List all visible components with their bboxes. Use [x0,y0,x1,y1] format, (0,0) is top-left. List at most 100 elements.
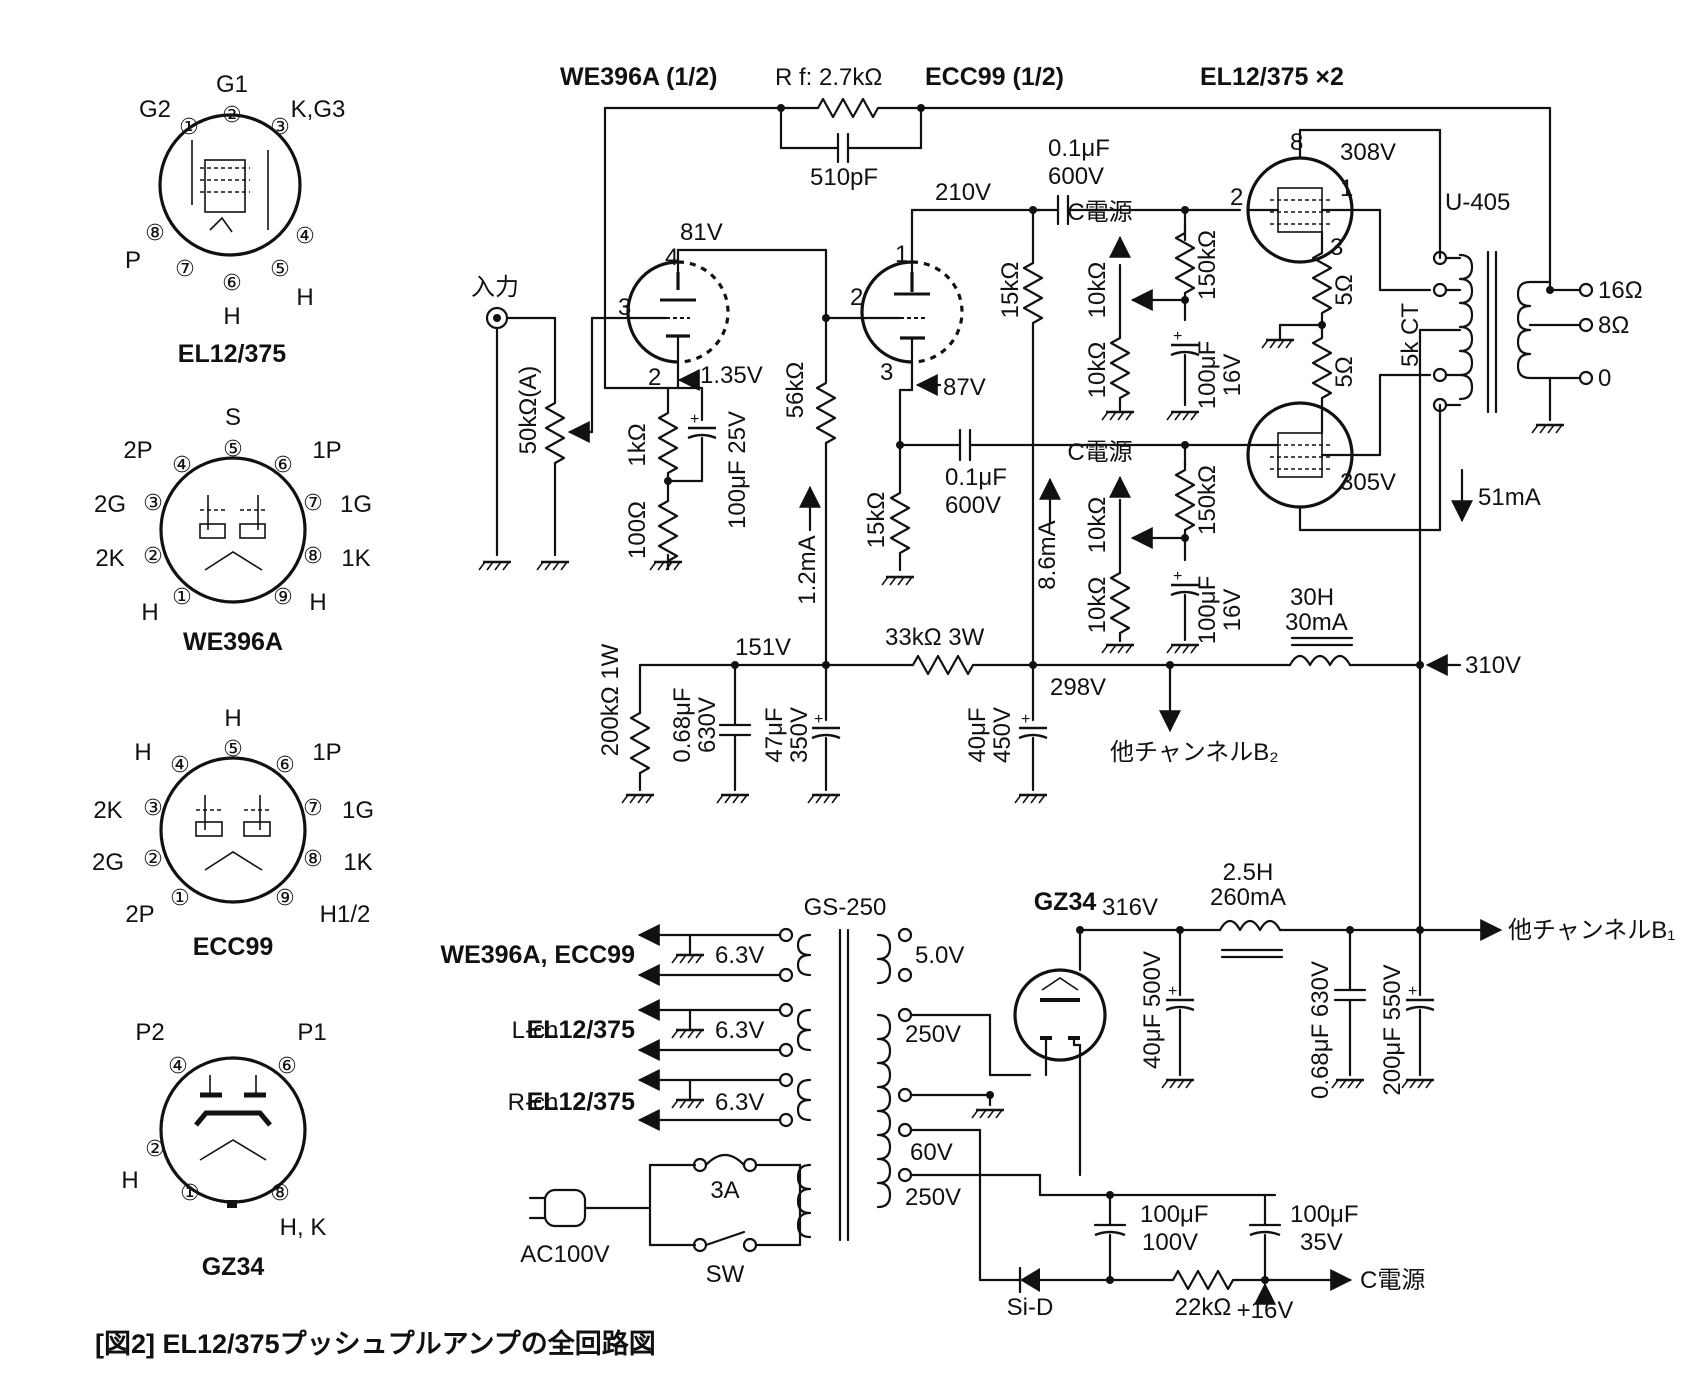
cap-40-rating: 450V [989,707,1016,763]
hv-winding-1: 250V [905,1021,961,1048]
filter-cap-200: 200μF 550V [1379,964,1406,1095]
gz34-pin1: ① [180,1180,200,1205]
ecc99-pin9: ⑨ [275,885,295,910]
we396a-pin6: ⑥ [273,452,293,477]
rectifier-tube-label: GZ34 [1034,888,1097,916]
el12-pin1: ① [179,114,199,139]
el12-label-h2: H [296,284,313,311]
heater-outputs [637,924,794,1131]
gz34-label-hk: H, K [280,1214,327,1241]
v2-pin3: 3 [880,359,893,386]
heater-label-lch-tube: EL12/375 [527,1016,636,1044]
bias-diode: Si-D [1007,1294,1054,1321]
el12-pin3: ③ [270,114,290,139]
bias-network-lower [1100,441,1201,655]
mains-input [528,1153,802,1253]
v1-pin3: 3 [618,294,631,321]
choke-30h-current: 30mA [1285,609,1348,636]
heater-voltage-1: 6.3V [715,942,764,969]
v2-plate-voltage: 210V [935,179,991,206]
ecc99-envelope [159,756,307,904]
v2-cathode-resistor: 15kΩ [863,492,890,549]
el12-envelope [158,113,302,257]
el12-base-diagram [158,113,302,257]
we396a-pin2: ② [143,543,163,568]
input-label: 入力 [471,274,519,301]
we396a-label-2g: 2G [94,491,126,518]
ecc99-stage-label: ECC99 (1/2) [925,63,1064,91]
cathode-sense-resistor-upper: 5Ω [1331,274,1358,305]
ecc99-label-2p: 2P [125,901,154,928]
plate-current: 51mA [1478,484,1541,511]
output-tube-lower [1246,373,1442,532]
coupling-cap-2-rating: 600V [945,492,1001,519]
output-transformer [1418,250,1594,932]
ecc99-pin7: ⑦ [303,795,323,820]
v3-plate-voltage: 308V [1340,139,1396,166]
ecc99-label-h4: H [134,739,151,766]
heater-label-rch-prefix: R-ch. [508,1089,565,1116]
we396a-pin1: ① [172,584,192,609]
fuse-rating: 3A [710,1177,739,1204]
heater-label-driver: WE396A, ECC99 [440,941,635,969]
feedback-network [603,97,1552,390]
dropping-resistor: 33kΩ 3W [885,624,985,651]
ecc99-label-2g: 2G [92,849,124,876]
ecc99-pin1: ① [170,885,190,910]
el12-label-p: P [125,247,141,274]
rectifier-tube [1013,926,1222,1077]
power-switch-label: SW [706,1261,745,1288]
el12-label-g2: G2 [139,96,171,123]
bias-cap-upper-value: 100μF [1194,341,1221,410]
bias-supply-output: C電源 [1360,1267,1425,1294]
el12-pin8: ⑧ [145,220,165,245]
rectifier-heater-voltage: 5.0V [915,942,964,969]
rail-voltage-310: 310V [1465,652,1521,679]
we396a-pin8: ⑧ [303,543,323,568]
ecc99-label-1k: 1K [343,849,372,876]
phase-splitter [860,194,1250,667]
el12-base-title: EL12/375 [178,340,287,368]
v2-pin1: 1 [895,241,908,268]
cap-40-value: 40μF [964,707,991,762]
heater-label-lch-prefix: L-ch. [512,1017,565,1044]
bias-resistor-22k: 22kΩ [1175,1294,1232,1321]
bias-supply-voltage: +16V [1237,1297,1294,1324]
gz34-base-title: GZ34 [202,1253,265,1281]
bias-resistor-upper: 10kΩ [1084,342,1111,399]
el12-pin4: ④ [295,223,315,248]
v1-cathode-resistor-2: 100Ω [624,501,651,559]
ecc99-base-title: ECC99 [193,933,274,961]
cathode-sense-resistor-lower: 5Ω [1331,356,1358,387]
heater-voltage-3: 6.3V [715,1089,764,1116]
ecc99-pin3: ③ [143,795,163,820]
filter-cap-068: 0.68μF 630V [1307,961,1334,1099]
v2-plate-resistor: 15kΩ [997,262,1024,319]
gz34-pin6: ⑥ [277,1053,297,1078]
v3-pin2: 2 [1230,184,1243,211]
we396a-label-h1: H [141,599,158,626]
choke-30h: 30H [1290,584,1334,611]
rail-voltage-151: 151V [735,634,791,661]
v1-pin2: 2 [648,364,661,391]
v1-cathode-resistor: 1kΩ [624,423,651,466]
gz34-label-p1: P1 [297,1019,326,1046]
ecc99-label-2k: 2K [93,797,122,824]
output-tap-16: 16Ω [1598,277,1643,304]
heater-label-rch-tube: EL12/375 [527,1088,636,1116]
we396a-pin4: ④ [172,452,192,477]
heater-voltage-2: 6.3V [715,1017,764,1044]
v1-plate-current: 1.2mA [794,535,821,604]
el12-pin6: ⑥ [222,270,242,295]
ecc99-base-diagram [159,756,307,904]
ecc99-label-1p: 1P [312,739,341,766]
cpower-label-lower: C電源 [1067,439,1132,466]
we396a-pin9: ⑨ [273,584,293,609]
v1-plate-voltage: 81V [680,219,723,246]
output-tap-0: 0 [1598,365,1611,392]
cap-47-rating: 350V [786,707,813,763]
rf-label: R f: 2.7kΩ [775,64,882,91]
choke-2h5: 2.5H [1223,859,1274,886]
